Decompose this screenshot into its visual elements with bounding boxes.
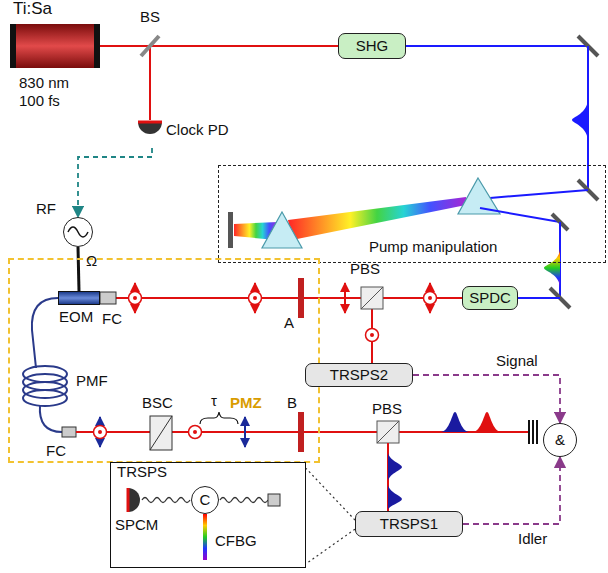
pump-manipulation-region: Pump manipulation — [218, 165, 606, 263]
photodiode: Clock PD — [140, 114, 260, 148]
node-label: TRSPS1 — [380, 515, 438, 533]
spdc-crystal: SPDC — [462, 286, 518, 310]
node-label: EOM — [59, 308, 93, 326]
part-label: B — [287, 394, 297, 412]
part-label: PBS — [372, 400, 402, 418]
connector — [78, 247, 79, 291]
node-label: C — [200, 491, 211, 509]
part-label: PBS — [350, 260, 380, 278]
interferometer-region: PMZ EOM — [8, 258, 320, 463]
connector — [78, 148, 152, 217]
node-label: SPDC — [469, 289, 511, 307]
node-label: Clock PD — [166, 121, 229, 139]
part-label: τ — [211, 392, 217, 410]
node-label: Ti:Sa — [13, 0, 52, 18]
node-label: CFBG — [215, 532, 257, 550]
node-label: RF — [36, 200, 56, 218]
connector — [413, 375, 560, 423]
connector — [306, 529, 355, 564]
node-label: & — [555, 431, 565, 449]
node-label: TRSPS2 — [330, 366, 388, 384]
part-label: FC — [46, 442, 66, 460]
edge-label: Idler — [518, 530, 547, 548]
circulator: C — [191, 486, 219, 514]
eom: EOM — [58, 291, 100, 305]
coincidence-logic: & — [543, 423, 577, 457]
spectrometer: TRSPS1 — [355, 511, 463, 537]
part-label: BSC — [142, 394, 173, 412]
node-label: SHG — [356, 37, 389, 55]
edge-label: Ω — [86, 252, 97, 270]
edge-label: Signal — [496, 352, 538, 370]
node-label: TRSPS — [117, 463, 167, 481]
connector — [463, 457, 560, 524]
part-label: FC — [102, 310, 122, 328]
laser-source: Ti:Sa 830 nm 100 fs — [5, 0, 110, 114]
part-label: PMF — [76, 372, 108, 390]
inset-panel: TRSPS SPCM CFBG C — [110, 462, 306, 568]
node-label: PMZ — [230, 394, 262, 412]
shg-crystal: SHG — [338, 33, 406, 59]
part-label: BS — [140, 8, 160, 26]
connector — [306, 468, 355, 520]
rf-source: RF — [63, 217, 93, 247]
node-label: 830 nm 100 fs — [19, 74, 77, 110]
part-label: A — [284, 314, 294, 332]
node-label: SPCM — [115, 516, 158, 534]
spectrometer: TRSPS2 — [305, 363, 413, 387]
node-label: Pump manipulation — [369, 238, 497, 256]
